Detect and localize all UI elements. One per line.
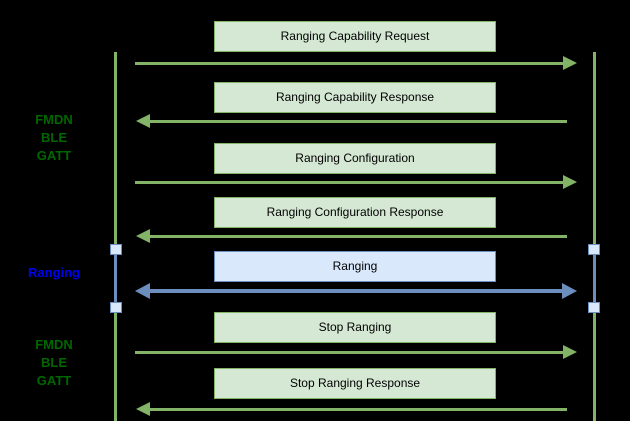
activation-marker (110, 244, 122, 255)
activation-marker (588, 244, 600, 255)
message-box-ranging-configuration: Ranging Configuration (214, 143, 496, 174)
message-arrow-shaft (150, 289, 562, 293)
message-arrow-shaft (150, 120, 567, 123)
message-box-ranging: Ranging (214, 251, 496, 282)
message-arrow-shaft (135, 62, 564, 65)
message-box-ranging-configuration-response: Ranging Configuration Response (214, 197, 496, 228)
phase-label-line: BLE (41, 355, 67, 370)
lifeline-left (114, 52, 117, 421)
activation-marker (588, 302, 600, 313)
arrow-left-icon (136, 402, 150, 416)
message-box-ranging-capability-response: Ranging Capability Response (214, 82, 496, 113)
phase-label-line: GATT (36, 373, 72, 388)
phase-label-line: FMDN (35, 337, 73, 352)
arrow-left-icon (135, 283, 150, 299)
message-arrow-shaft (135, 351, 564, 354)
activation-marker (110, 302, 122, 313)
message-arrow-shaft (150, 235, 567, 238)
arrow-left-icon (136, 229, 150, 243)
phase-label-line: Ranging (28, 265, 80, 280)
arrow-right-icon (563, 56, 577, 70)
arrow-right-icon (563, 345, 577, 359)
phase-label-fmdn-gatt-bottom: FMDN BLE GATT (8, 336, 100, 390)
arrow-left-icon (136, 114, 150, 128)
lifeline-right (593, 52, 596, 421)
message-box-stop-ranging: Stop Ranging (214, 312, 496, 343)
message-arrow-shaft (150, 408, 567, 411)
arrow-right-icon (562, 283, 577, 299)
phase-label-ranging: Ranging (8, 264, 100, 282)
message-box-stop-ranging-response: Stop Ranging Response (214, 368, 496, 399)
arrow-right-icon (563, 175, 577, 189)
message-arrow-shaft (135, 181, 564, 184)
phase-label-line: BLE (41, 130, 67, 145)
message-box-ranging-capability-request: Ranging Capability Request (214, 21, 496, 52)
phase-label-fmdn-gatt-top: FMDN BLE GATT (8, 111, 100, 165)
phase-label-line: FMDN (35, 112, 73, 127)
activation-bar (114, 255, 117, 302)
activation-bar (593, 255, 596, 302)
phase-label-line: GATT (36, 148, 72, 163)
